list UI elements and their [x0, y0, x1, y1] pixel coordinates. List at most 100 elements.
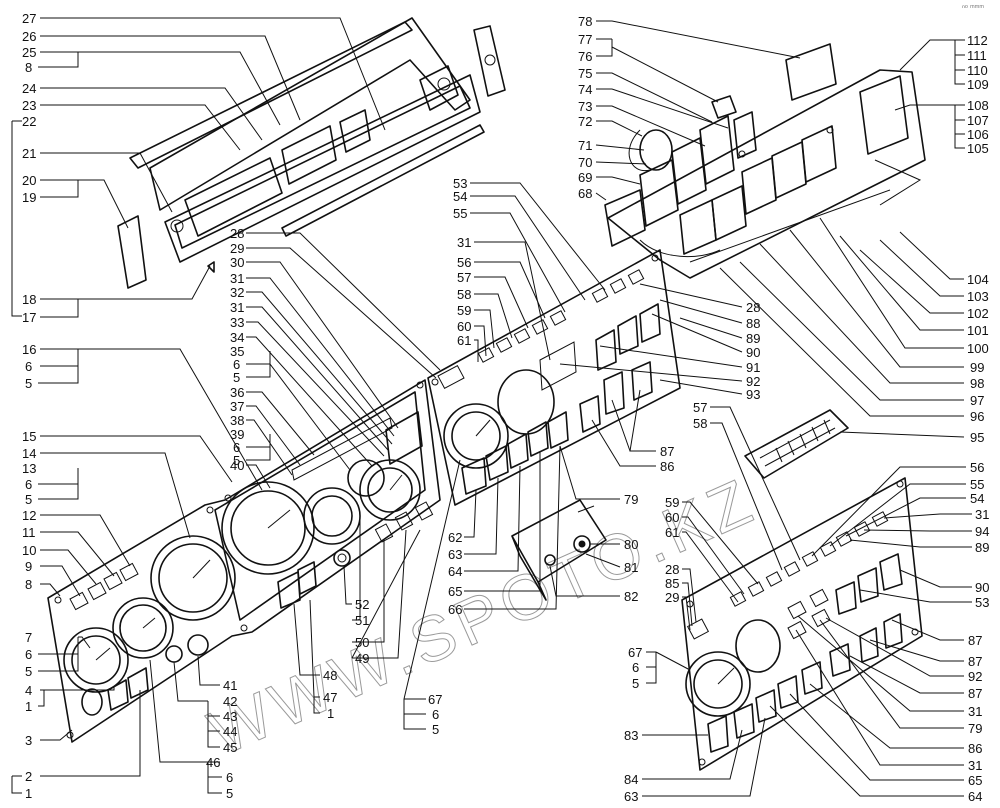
part-label: 74 — [578, 82, 592, 97]
part-label: 79 — [624, 492, 638, 507]
part-label: 63 — [624, 789, 638, 804]
part-label: 65 — [448, 584, 462, 599]
part-label: 49 — [355, 651, 369, 666]
part-label: 53 — [453, 176, 467, 191]
part-label: 64 — [968, 789, 982, 804]
part-label: 5 — [632, 676, 639, 691]
part-label: 92 — [746, 374, 760, 389]
part-label: 106 — [967, 127, 989, 142]
part-label: 87 — [968, 654, 982, 669]
part-label: 6 — [226, 770, 233, 785]
part-label: 57 — [693, 400, 707, 415]
part-label: 87 — [968, 686, 982, 701]
part-label: 59 — [457, 303, 471, 318]
part-label: 54 — [970, 491, 984, 506]
part-label: 34 — [230, 330, 244, 345]
part-label: 43 — [223, 709, 237, 724]
part-label: 88 — [746, 316, 760, 331]
part-label: 8 — [25, 577, 32, 592]
part-label: 107 — [967, 113, 989, 128]
part-label: 100 — [967, 341, 989, 356]
part-label: 75 — [578, 66, 592, 81]
part-label: 1 — [327, 706, 334, 721]
relay-mounting-plate — [604, 43, 926, 279]
part-label: 6 — [25, 359, 32, 374]
part-label: 41 — [223, 678, 237, 693]
part-label: 79 — [968, 721, 982, 736]
part-label: 28 — [746, 300, 760, 315]
part-label: 13 — [22, 461, 36, 476]
part-label: 31 — [975, 507, 989, 522]
part-label: 45 — [223, 740, 237, 755]
part-label: 94 — [975, 524, 989, 539]
part-label: 87 — [968, 633, 982, 648]
part-label: 89 — [975, 540, 989, 555]
part-label: 60 — [457, 319, 471, 334]
part-label: 55 — [453, 206, 467, 221]
part-label: 86 — [968, 741, 982, 756]
part-label: 5 — [233, 453, 240, 468]
part-label: 62 — [448, 530, 462, 545]
part-label: 18 — [22, 292, 36, 307]
part-label: 66 — [448, 602, 462, 617]
part-label: 6 — [632, 660, 639, 675]
part-label: 60 — [665, 510, 679, 525]
part-label: 31 — [230, 271, 244, 286]
part-label: 55 — [970, 477, 984, 492]
part-label: 48 — [323, 668, 337, 683]
part-label: 26 — [22, 29, 36, 44]
part-label: 65 — [968, 773, 982, 788]
part-label: 56 — [457, 255, 471, 270]
part-label: 108 — [967, 98, 989, 113]
part-label: 38 — [230, 413, 244, 428]
part-label: 39 — [230, 427, 244, 442]
part-label: 97 — [970, 393, 984, 408]
part-label: 53 — [975, 595, 989, 610]
part-label: 111 — [967, 48, 987, 63]
part-label: 40 — [230, 458, 244, 473]
part-label: 27 — [22, 11, 36, 26]
part-label: 24 — [22, 81, 36, 96]
part-label: 86 — [660, 459, 674, 474]
part-label: 96 — [970, 409, 984, 424]
part-label: 54 — [453, 189, 467, 204]
right-instrument-panel — [681, 477, 923, 771]
part-label: 9 — [25, 559, 32, 574]
part-label: 51 — [355, 613, 369, 628]
part-label: 1 — [25, 699, 32, 714]
part-label: 77 — [578, 32, 592, 47]
part-label: 29 — [230, 241, 244, 256]
part-label: 89 — [746, 331, 760, 346]
part-label: 6 — [25, 647, 32, 662]
part-label: 23 — [22, 98, 36, 113]
part-label: 46 — [206, 755, 220, 770]
part-label: 63 — [448, 547, 462, 562]
part-label: 5 — [432, 722, 439, 737]
part-label: 33 — [230, 315, 244, 330]
part-label: 6 — [233, 357, 240, 372]
part-label: 28 — [230, 226, 244, 241]
part-label: 67 — [428, 692, 442, 707]
part-label: 17 — [22, 310, 36, 325]
part-label: 92 — [968, 669, 982, 684]
part-label: 44 — [223, 724, 237, 739]
part-label: 32 — [230, 285, 244, 300]
part-label: 61 — [665, 525, 679, 540]
part-label: 104 — [967, 272, 989, 287]
part-label: 99 — [970, 360, 984, 375]
part-label: 3 — [25, 733, 32, 748]
part-label: 31 — [457, 235, 471, 250]
part-label: 11 — [22, 525, 36, 540]
part-label: 78 — [578, 14, 592, 29]
part-label: 14 — [22, 446, 36, 461]
part-number-labels: 2726258242322212019181716651514136512111… — [22, 11, 989, 804]
part-label: 52 — [355, 597, 369, 612]
part-label: 58 — [457, 287, 471, 302]
corner-note: ⁿᵒ ᵐᵐᵐ — [962, 3, 984, 12]
part-label: 87 — [660, 444, 674, 459]
part-label: 30 — [230, 255, 244, 270]
part-label: 83 — [624, 728, 638, 743]
leader-lines — [11, 17, 972, 797]
part-label: 5 — [25, 376, 32, 391]
